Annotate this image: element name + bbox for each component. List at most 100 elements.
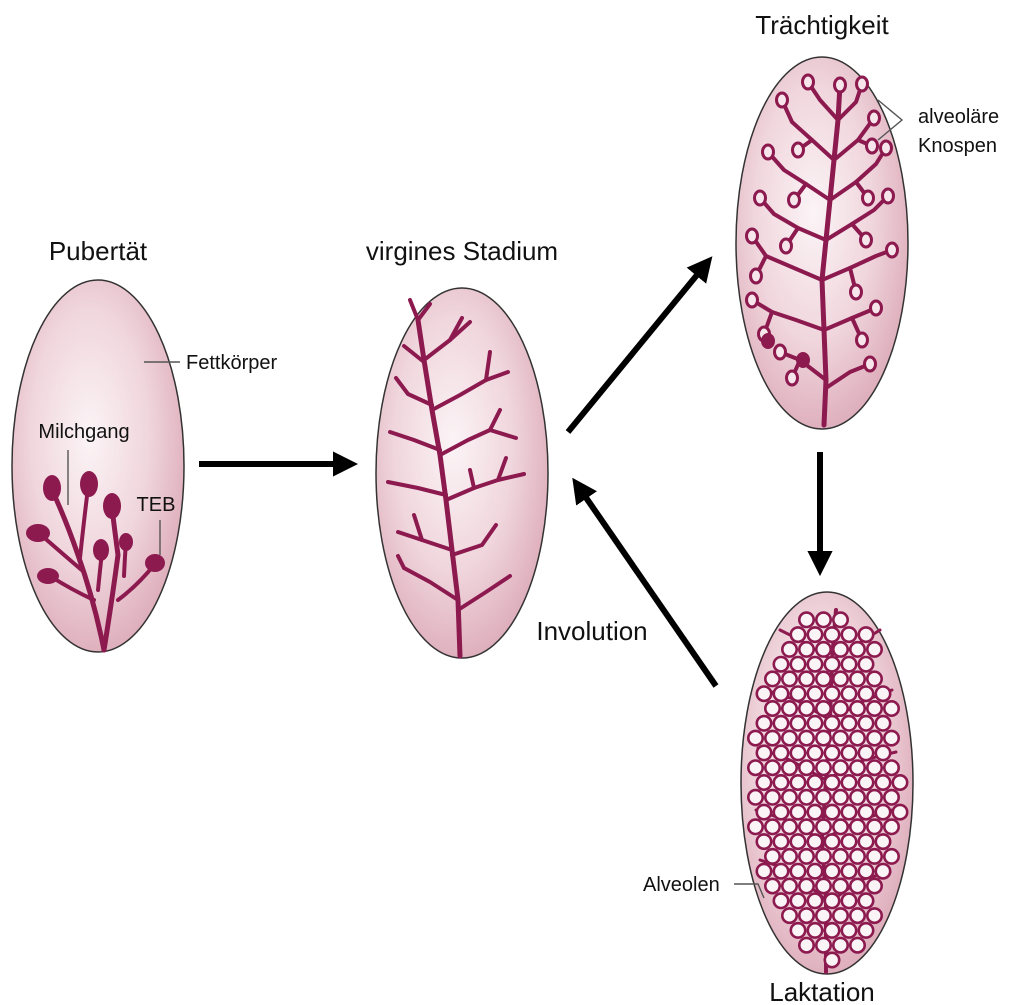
pregnancy-fat-pad (736, 57, 908, 429)
alveolus (859, 805, 873, 819)
alveolus (774, 834, 788, 848)
alveolus (799, 613, 813, 627)
alveolus (859, 687, 873, 701)
alveolus (833, 672, 847, 686)
alveolus (765, 672, 779, 686)
alveolus (850, 908, 864, 922)
alveolus (884, 820, 898, 834)
alveolus (757, 746, 771, 760)
alveolus (825, 716, 839, 730)
alveolus (850, 761, 864, 775)
alveolus (808, 716, 822, 730)
alveolus (825, 746, 839, 760)
alveolus (808, 894, 822, 908)
alveolus (816, 908, 830, 922)
buds-label-line1: alveoläre (918, 106, 999, 128)
alveolus (867, 672, 881, 686)
alveolus (816, 879, 830, 893)
alveolar-bud (755, 191, 766, 205)
alveolus (842, 923, 856, 937)
alveolus (884, 849, 898, 863)
alveolus (867, 731, 881, 745)
alveolus (774, 746, 788, 760)
alveolus (774, 657, 788, 671)
alveolus (833, 761, 847, 775)
alveolus (816, 761, 830, 775)
alveolus (799, 672, 813, 686)
alveolus (799, 790, 813, 804)
puberty-title: Pubertät (49, 236, 148, 266)
alveolus (816, 820, 830, 834)
alveolar-bud (861, 233, 872, 247)
alveolus (782, 731, 796, 745)
lactation-title: Laktation (769, 977, 875, 1005)
alveolus (765, 879, 779, 893)
alveolus (791, 746, 805, 760)
alveolus (833, 790, 847, 804)
alveolus (757, 834, 771, 848)
alveolus (833, 642, 847, 656)
alveolus (842, 687, 856, 701)
puberty-stage: Pubertät Fettkörper Milchgang TEB (12, 236, 277, 652)
alveolus (825, 894, 839, 908)
lactation-stage: Alveolen Laktation (643, 592, 913, 1005)
alveolus (799, 642, 813, 656)
alveolus (765, 731, 779, 745)
alveolus (825, 657, 839, 671)
alveolus (748, 820, 762, 834)
alveolus (808, 775, 822, 789)
alveolus (791, 687, 805, 701)
alveolus (833, 908, 847, 922)
alveolus (867, 701, 881, 715)
alveolar-bud (777, 93, 788, 107)
alveolus (833, 849, 847, 863)
alveolus (765, 820, 779, 834)
alveolus (825, 805, 839, 819)
alveolus (825, 627, 839, 641)
alveolus (774, 894, 788, 908)
alveolus (842, 746, 856, 760)
alveolus (850, 642, 864, 656)
alveolus (850, 790, 864, 804)
alveolus (748, 790, 762, 804)
alveolus (791, 805, 805, 819)
alveolus (884, 701, 898, 715)
alveolar-bud (747, 229, 758, 243)
alveolus (782, 701, 796, 715)
alveolus (791, 864, 805, 878)
alveolus (782, 879, 796, 893)
virgin-title: virgines Stadium (366, 236, 558, 266)
alveolus (867, 908, 881, 922)
alveolus (876, 805, 890, 819)
alveolus (757, 864, 771, 878)
alveolus (808, 923, 822, 937)
pregnancy-stage: Trächtigkeit (736, 10, 999, 429)
alveolus (791, 716, 805, 730)
alveolus (859, 746, 873, 760)
alveolar-bud (781, 239, 792, 253)
alveolus (859, 775, 873, 789)
alveolus (825, 953, 839, 967)
alveolus (859, 627, 873, 641)
alveolus (816, 938, 830, 952)
buds-label-line2: Knospen (918, 135, 997, 157)
alveolus (867, 879, 881, 893)
alveolar-bud (789, 193, 800, 207)
alveolus (825, 923, 839, 937)
alveolus (808, 627, 822, 641)
alveolus (782, 672, 796, 686)
arrow-virgin-to-pregnancy (568, 264, 706, 432)
alveolus (782, 908, 796, 922)
alveolus (757, 716, 771, 730)
alveolar-bud (863, 191, 874, 205)
alveolus (799, 761, 813, 775)
arrow-involution (578, 486, 716, 686)
alveolus (757, 687, 771, 701)
alveolar-bud (857, 77, 868, 91)
alveolus (842, 805, 856, 819)
alveolus (893, 805, 907, 819)
alveolus (842, 864, 856, 878)
alveolus (825, 864, 839, 878)
alveolus (782, 761, 796, 775)
